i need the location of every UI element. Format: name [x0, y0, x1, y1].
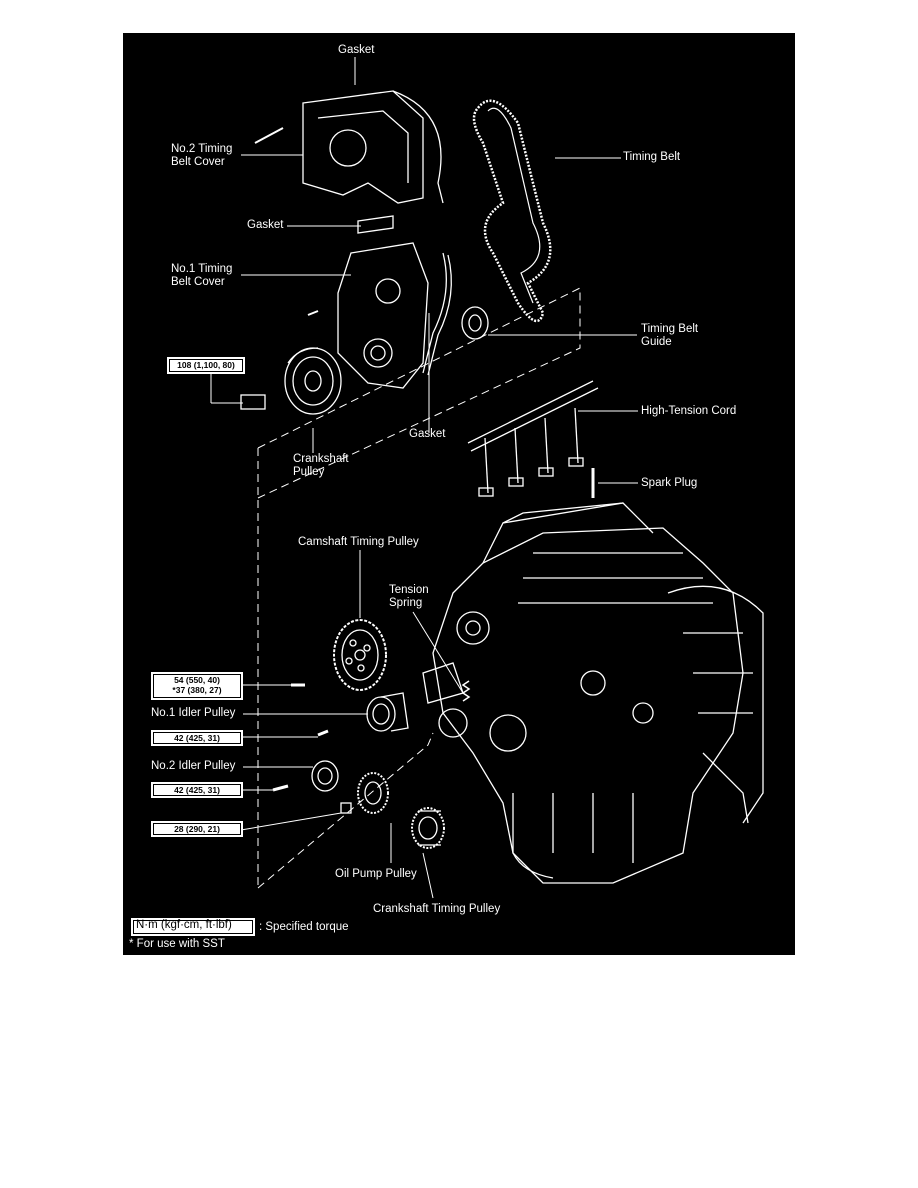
- ht-cords-shape: [467, 380, 599, 498]
- legend-unit-box: N·m (kgf·cm, ft·lbf): [131, 918, 255, 936]
- torque-box-crank-bolt: 108 (1,100, 80): [167, 357, 245, 374]
- legend-sst-note: * For use with SST: [129, 938, 225, 950]
- exploded-engine-diagram: Gasket No.2 Timing Belt Cover Timing Bel…: [123, 33, 795, 955]
- label-gasket-low: Gasket: [409, 428, 446, 440]
- label-spark-plug: Spark Plug: [641, 477, 698, 489]
- label-no2-idler: No.2 Idler Pulley: [151, 760, 236, 772]
- leader-lines: [210, 57, 638, 899]
- label-gasket-mid: Gasket: [247, 219, 284, 231]
- label-no1-idler: No.1 Idler Pulley: [151, 707, 236, 719]
- diagram-artwork: [210, 57, 764, 899]
- crank-timing-pulley-shape: [411, 807, 445, 849]
- label-cam-pulley: Camshaft Timing Pulley: [298, 536, 419, 548]
- engine-block-shape: [422, 502, 764, 884]
- torque-box-idler2: 42 (425, 31): [151, 782, 243, 798]
- belt-guide-shape: [461, 306, 489, 340]
- label-ht-cord: High-Tension Cord: [641, 405, 737, 417]
- tension-spring-shape: [461, 680, 471, 702]
- no2-cover-shape: [254, 90, 444, 204]
- label-crank-pulley: Crankshaft Pulley: [293, 453, 349, 478]
- label-gasket-top: Gasket: [338, 44, 375, 56]
- label-oil-pump-pulley: Oil Pump Pulley: [335, 868, 417, 880]
- label-crank-timing-pulley: Crankshaft Timing Pulley: [373, 903, 501, 915]
- label-no1-cover: No.1 Timing Belt Cover: [171, 263, 233, 288]
- gaskets: [357, 215, 452, 376]
- idler-pulleys-shape: [272, 683, 409, 814]
- timing-belt-shape: [472, 99, 552, 323]
- torque-box-oilpump: 28 (290, 21): [151, 821, 243, 837]
- legend-unit-desc: : Specified torque: [259, 921, 349, 933]
- no1-cover-shape: [307, 242, 429, 389]
- torque-box-idler1: 42 (425, 31): [151, 730, 243, 746]
- label-no2-cover: No.2 Timing Belt Cover: [171, 143, 233, 168]
- label-timing-belt: Timing Belt: [623, 151, 681, 163]
- oil-pump-pulley-shape: [357, 772, 389, 814]
- crank-pulley-shape: [240, 347, 342, 415]
- torque-box-cam: 54 (550, 40) *37 (380, 27): [151, 672, 243, 700]
- cam-pulley-shape: [333, 619, 387, 691]
- label-belt-guide: Timing Belt Guide: [641, 323, 699, 348]
- label-tension-spring: Tension Spring: [389, 584, 429, 609]
- alignment-dashes: [257, 287, 581, 889]
